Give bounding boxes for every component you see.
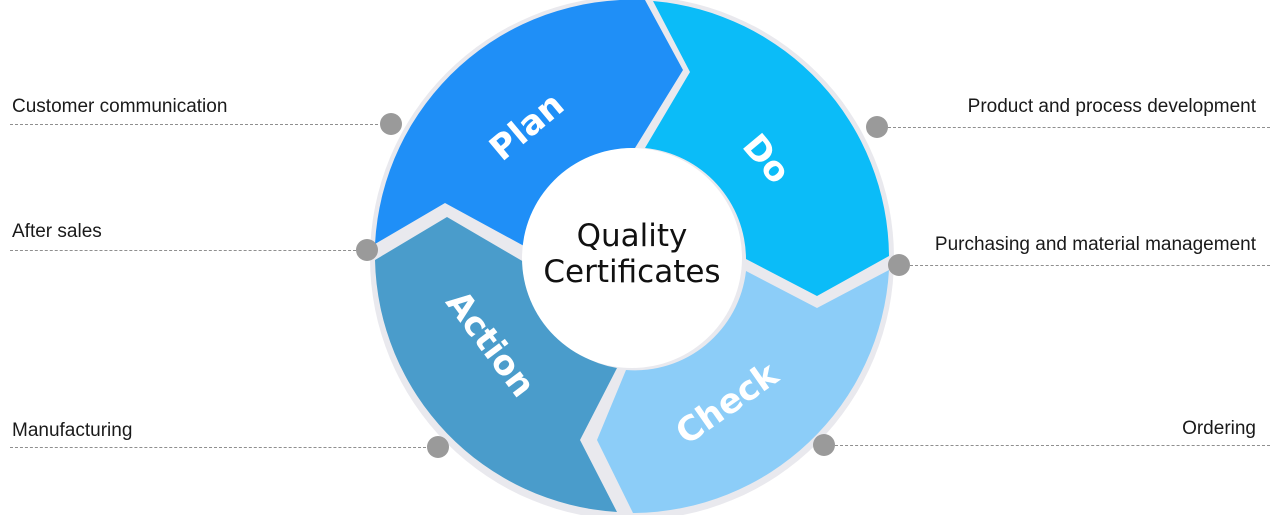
segment-plan — [375, 0, 683, 246]
callout-dot — [866, 116, 888, 138]
callout-leader-line — [10, 124, 378, 125]
callout-purchasing-material-management: Purchasing and material management — [934, 234, 1256, 255]
callout-customer-communication: Customer communication — [12, 96, 228, 117]
callout-dot — [380, 113, 402, 135]
callout-product-process-development: Product and process development — [967, 96, 1256, 117]
callout-ordering: Ordering — [1182, 418, 1256, 439]
callout-leader-line — [10, 447, 426, 448]
callout-leader-line — [835, 445, 1270, 446]
segment-do — [645, 1, 889, 296]
center-title-line2: Certificates — [543, 254, 720, 290]
callout-dot — [427, 436, 449, 458]
callout-leader-line — [10, 250, 356, 251]
segment-action — [375, 217, 617, 512]
center-title-line1: Quality — [577, 218, 688, 254]
center-circle — [522, 148, 742, 368]
callout-leader-line — [888, 127, 1270, 128]
callout-manufacturing: Manufacturing — [12, 420, 133, 441]
segment-check — [597, 270, 889, 513]
callout-after-sales: After sales — [12, 221, 102, 242]
callout-leader-line — [910, 265, 1270, 266]
callout-dot — [888, 254, 910, 276]
callout-dot — [813, 434, 835, 456]
callout-dot — [356, 239, 378, 261]
